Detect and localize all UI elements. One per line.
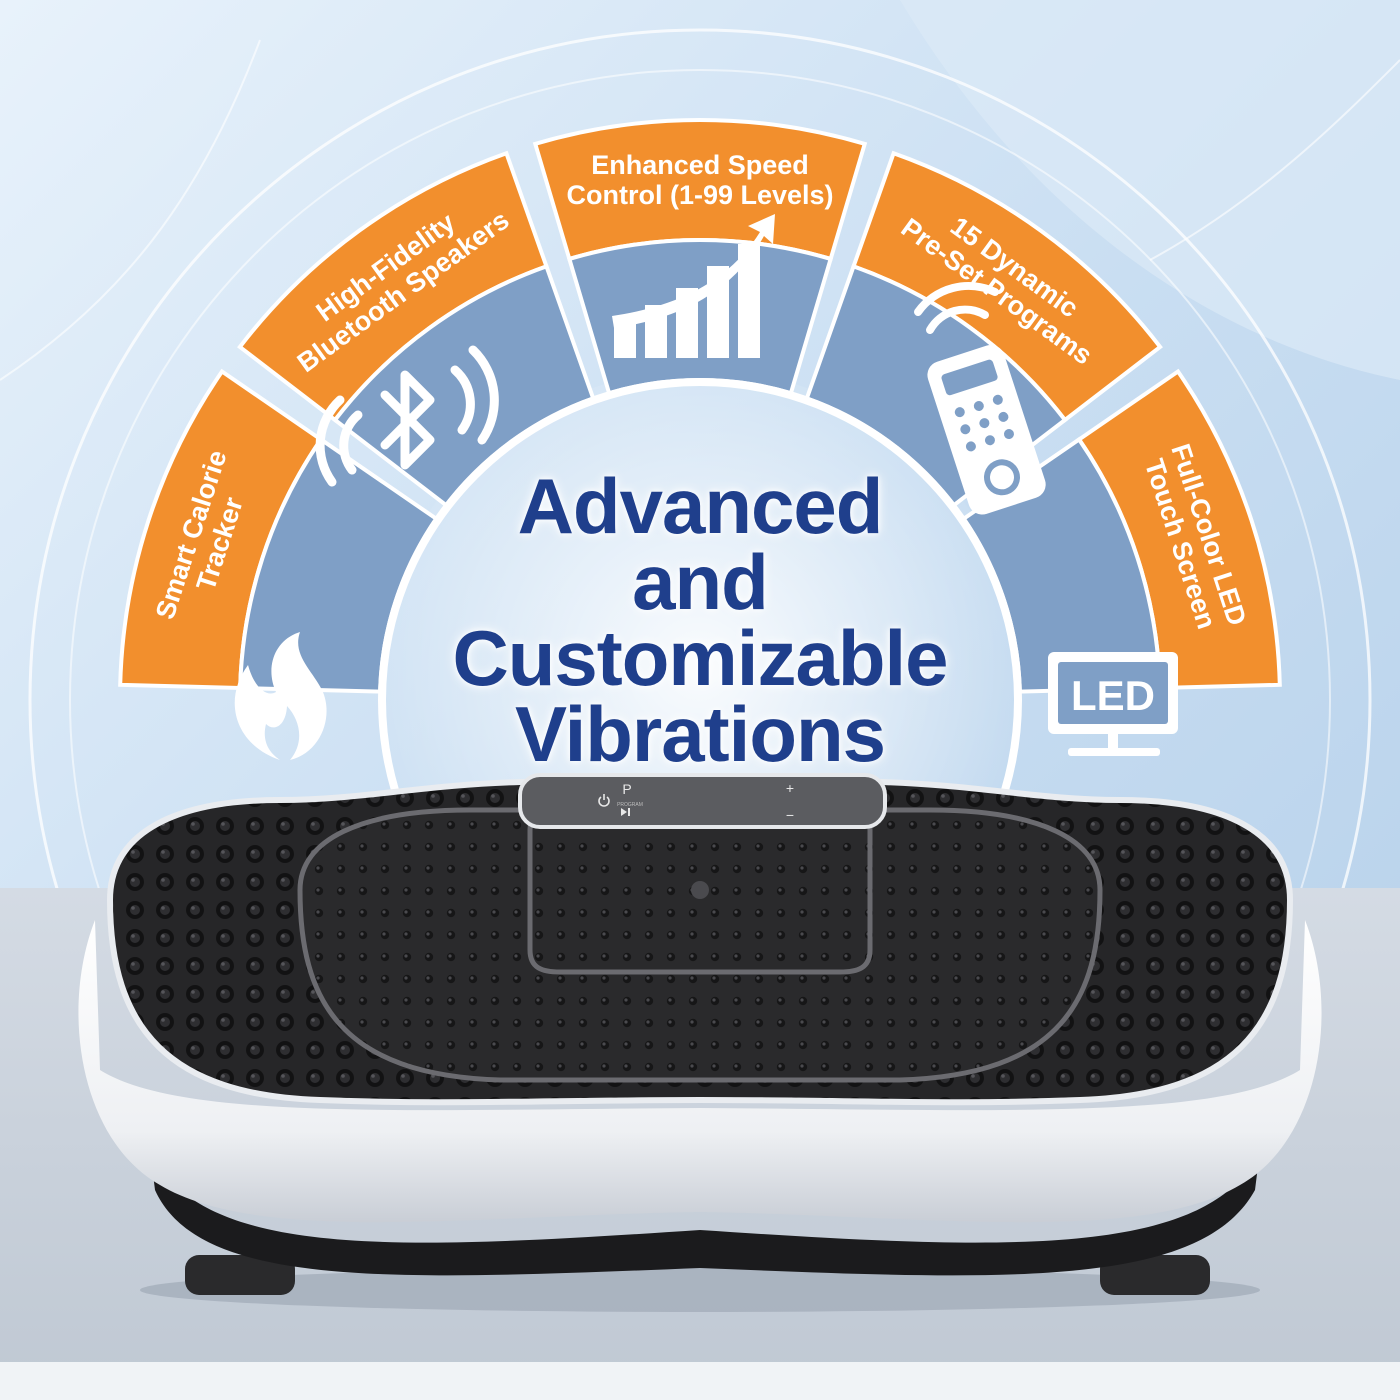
rising-bars-arrow-icon xyxy=(612,214,775,358)
control-panel xyxy=(518,773,887,829)
start-stop-button[interactable] xyxy=(621,808,630,816)
feature-segment: Full-Color LEDTouch Screen xyxy=(960,368,1282,694)
plate-lower-base xyxy=(150,1150,1260,1276)
vibration-plate: P PROGRAM + − xyxy=(78,773,1322,1312)
headline: Advanced and Customizable Vibrations xyxy=(420,462,980,778)
power-button[interactable] xyxy=(598,794,610,807)
left-foot xyxy=(185,1255,295,1295)
headline-line-2: and xyxy=(632,538,769,626)
led-monitor-icon: LED xyxy=(1048,652,1178,756)
program-label: PROGRAM xyxy=(617,802,643,808)
led-icon-text: LED xyxy=(1071,672,1155,719)
right-foot xyxy=(1100,1255,1210,1295)
program-button[interactable]: P xyxy=(622,781,631,797)
feature-label-line-1: Enhanced Speed xyxy=(591,150,809,180)
feature-segment: High-FidelityBluetooth Speakers xyxy=(237,150,596,508)
speed-plus-button[interactable]: + xyxy=(786,780,794,796)
feature-segment: Smart CalorieTracker xyxy=(118,368,440,694)
background-line xyxy=(0,39,261,381)
table-edge xyxy=(0,1362,1400,1400)
flame-icon xyxy=(234,632,327,760)
plate-white-shell xyxy=(78,920,1322,1223)
mat-center-dot xyxy=(691,881,709,899)
remote-control-icon xyxy=(914,282,1046,515)
plate-shadow xyxy=(140,1268,1260,1312)
feature-label-line-2: Control (1-99 Levels) xyxy=(566,180,833,210)
headline-line-1: Advanced xyxy=(517,462,884,550)
speed-minus-button[interactable]: − xyxy=(786,807,794,823)
headline-line-4: Vibrations xyxy=(515,690,886,778)
background-line xyxy=(1149,59,1400,261)
feature-icon-panel xyxy=(566,238,834,396)
bluetooth-speaker-icon xyxy=(315,345,499,487)
background-swoosh xyxy=(900,0,1400,380)
headline-line-3: Customizable xyxy=(452,614,948,702)
